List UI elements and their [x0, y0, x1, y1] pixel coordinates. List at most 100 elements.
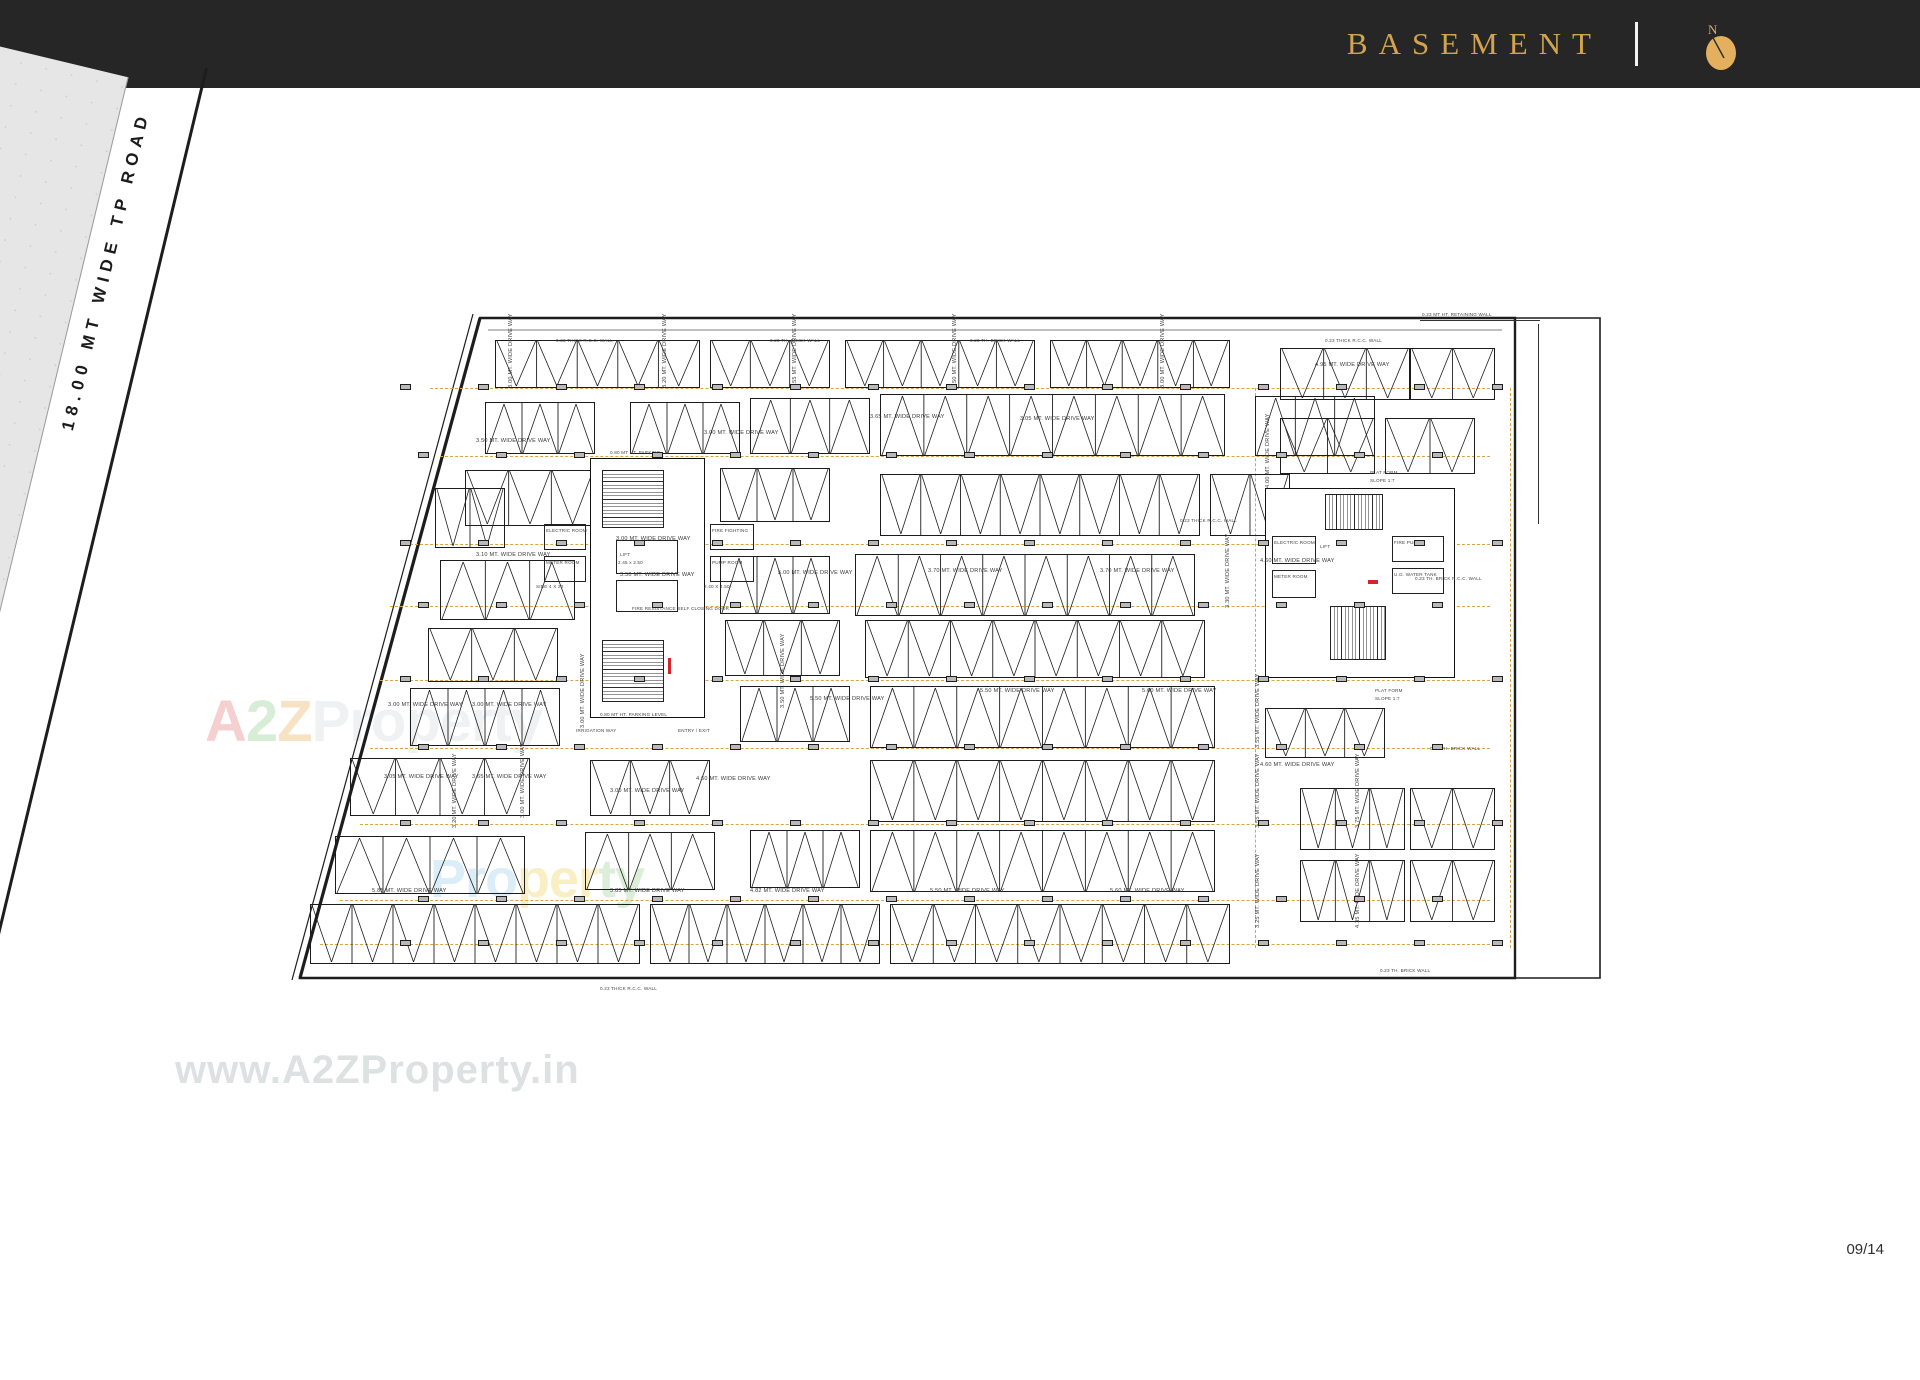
right-staircase-upper: [1325, 494, 1383, 530]
meter-room: [544, 556, 586, 582]
wall-thickness-label: 0.23 TH. BRICK WALL: [770, 338, 821, 343]
structural-column: [730, 602, 741, 608]
drive-way-label: 5.60 MT. WIDE DRIVE WAY: [1142, 688, 1217, 694]
north-label: N: [1708, 22, 1718, 37]
structural-column: [808, 896, 819, 902]
parking-bay-row: [1410, 788, 1495, 850]
right-staircase-lower: [1330, 606, 1386, 660]
structural-column: [478, 820, 489, 826]
structural-column: [964, 896, 975, 902]
structural-column: [634, 940, 645, 946]
structural-column: [1258, 820, 1269, 826]
parking-bay-row: [410, 688, 560, 746]
right-fire-pump-label: FIRE PUMP: [1394, 540, 1421, 545]
fire-fighting-label: FIRE FIGHTING: [712, 528, 749, 533]
pump-room-label: PUMP ROOM: [712, 560, 743, 565]
wall-thickness-label: 0.23 THICK R.C.C. WALL: [600, 986, 657, 991]
structural-column: [574, 452, 585, 458]
drive-lane: [380, 680, 1490, 681]
structural-column: [556, 540, 567, 546]
wall-thickness-label: 0.23 TH. BRICK R.C.C. WALL: [1415, 576, 1482, 581]
platform-slope-lower: SLOPE 1:7: [1375, 696, 1400, 701]
drive-way-label-vertical: 3.20 MT. WIDE DRIVE WAY: [452, 753, 458, 828]
parking-bay-row: [1280, 348, 1410, 400]
parking-bay-row: [1410, 860, 1495, 922]
structural-column: [868, 384, 879, 390]
staircase-upper: [602, 470, 664, 528]
structural-column: [868, 540, 879, 546]
platform-label-lower: PLAT FORM: [1375, 688, 1403, 693]
platform-slope-upper: SLOPE 1:7: [1370, 478, 1395, 483]
dimension-line-top: [1420, 320, 1540, 321]
structural-column: [652, 744, 663, 750]
drive-way-label: 4.60 MT. WIDE DRIVE WAY: [1260, 558, 1335, 564]
drive-way-label: 3.00 MT. WIDE DRIVE WAY: [388, 702, 463, 708]
structural-column: [1414, 940, 1425, 946]
drive-lane: [320, 944, 1500, 945]
drive-way-label: 5.50 MT. WIDE DRIVE WAY: [930, 888, 1005, 894]
structural-column: [496, 602, 507, 608]
fire-door-label: FIRE RESISTANCE SELF CLOSING DOOR: [632, 606, 730, 611]
structural-column: [1432, 744, 1443, 750]
drive-way-label-vertical: 3.55 MT. WIDE DRIVE WAY: [792, 313, 798, 388]
drive-way-label-vertical: 3.55 MT. WIDE DRIVE WAY: [1255, 753, 1261, 828]
drive-way-label: 3.70 MT. WIDE DRIVE WAY: [928, 568, 1003, 574]
drive-way-label: 5.50 MT. WIDE DRIVE WAY: [980, 688, 1055, 694]
drive-way-label: 3.50 MT. WIDE DRIVE WAY: [476, 438, 551, 444]
structural-column: [964, 744, 975, 750]
structural-column: [634, 820, 645, 826]
structural-column: [946, 820, 957, 826]
structural-column: [1414, 676, 1425, 682]
dimension-line-right: [1538, 324, 1539, 524]
lift-size: 2.45 x 2.50: [618, 560, 643, 565]
header-divider: [1635, 22, 1638, 66]
structural-column: [652, 896, 663, 902]
dimension-label-top: 0.23 MT HT. RETAINING WALL: [1422, 312, 1492, 317]
structural-column: [886, 896, 897, 902]
structural-column: [496, 744, 507, 750]
structural-column: [1276, 896, 1287, 902]
structural-column: [1024, 820, 1035, 826]
plan-linework: [291, 313, 1601, 981]
lift-shaft-a: [616, 540, 678, 574]
structural-column: [1354, 744, 1365, 750]
structural-column: [496, 452, 507, 458]
structural-column: [1354, 896, 1365, 902]
parking-bay-row: [870, 830, 1215, 892]
electric-room-label: ELECTRIC ROOM: [546, 528, 587, 533]
structural-column: [418, 602, 429, 608]
structural-column: [1414, 820, 1425, 826]
structural-column: [1198, 602, 1209, 608]
structural-column: [808, 602, 819, 608]
structural-column: [1024, 676, 1035, 682]
structural-column: [1102, 384, 1113, 390]
structural-column: [400, 820, 411, 826]
structural-column: [1042, 896, 1053, 902]
structural-column: [496, 896, 507, 902]
structural-column: [1102, 940, 1113, 946]
structural-column: [868, 940, 879, 946]
parking-bay-row: [350, 758, 530, 816]
page-number: 09/14: [1846, 1241, 1884, 1258]
structural-column: [652, 452, 663, 458]
drive-way-label: 5.00 MT. WIDE DRIVE WAY: [778, 570, 853, 576]
right-fire-pump-room: [1392, 536, 1444, 562]
pump-room: [710, 556, 754, 582]
structural-column: [478, 540, 489, 546]
structural-column: [790, 384, 801, 390]
structural-column: [1336, 820, 1347, 826]
parking-bay-row: [750, 830, 860, 888]
structural-column: [418, 744, 429, 750]
parking-bay-row: [880, 394, 1225, 456]
drive-way-label-vertical: 3.20 MT. WIDE DRIVE WAY: [662, 313, 668, 388]
structural-column: [790, 676, 801, 682]
structural-column: [730, 896, 741, 902]
drive-lane-vertical: [1510, 388, 1511, 948]
structural-column: [1258, 384, 1269, 390]
structural-column: [1120, 744, 1131, 750]
structural-column: [400, 940, 411, 946]
parking-bay-row: [740, 686, 850, 742]
electric-room: [544, 524, 586, 550]
structural-column: [712, 676, 723, 682]
structural-column: [808, 744, 819, 750]
